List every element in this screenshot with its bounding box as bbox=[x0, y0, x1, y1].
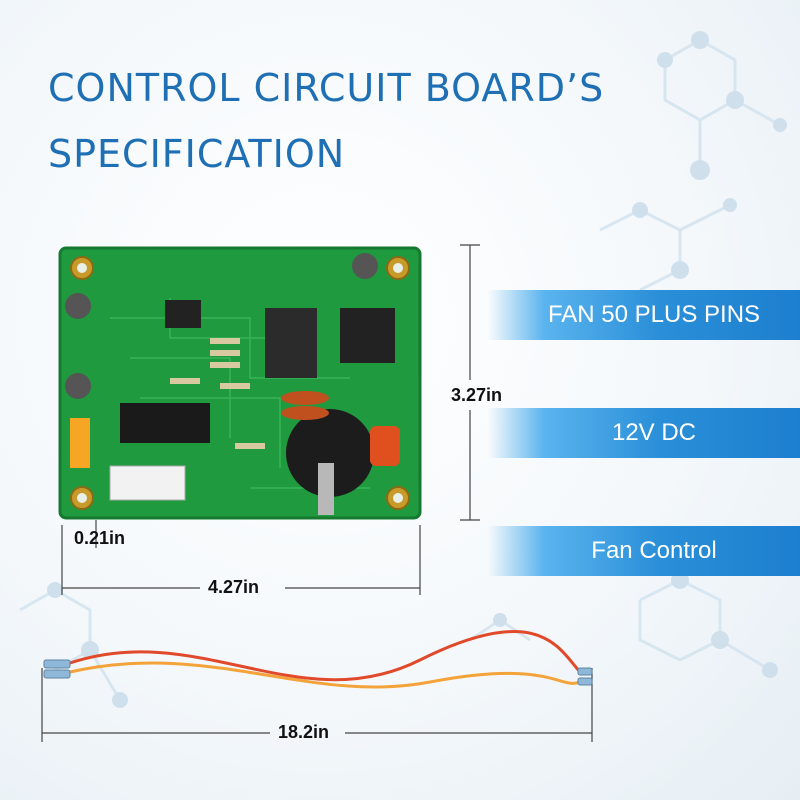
board-width-label: 4.27in bbox=[208, 577, 260, 597]
board-height-label: 3.27in bbox=[451, 385, 503, 405]
board-edge-label: 0.21in bbox=[74, 528, 126, 548]
spec-bar-pins: FAN 50 PLUS PINS bbox=[488, 290, 800, 340]
page-title-line1: CONTROL CIRCUIT BOARD’S bbox=[48, 66, 605, 110]
page-title-line2: SPECIFICATION bbox=[48, 132, 346, 176]
spec-bar-voltage: 12V DC bbox=[488, 408, 800, 458]
circuit-board-image bbox=[50, 238, 430, 533]
spec-bar-function: Fan Control bbox=[488, 526, 800, 576]
wire-length-label: 18.2in bbox=[278, 722, 330, 742]
